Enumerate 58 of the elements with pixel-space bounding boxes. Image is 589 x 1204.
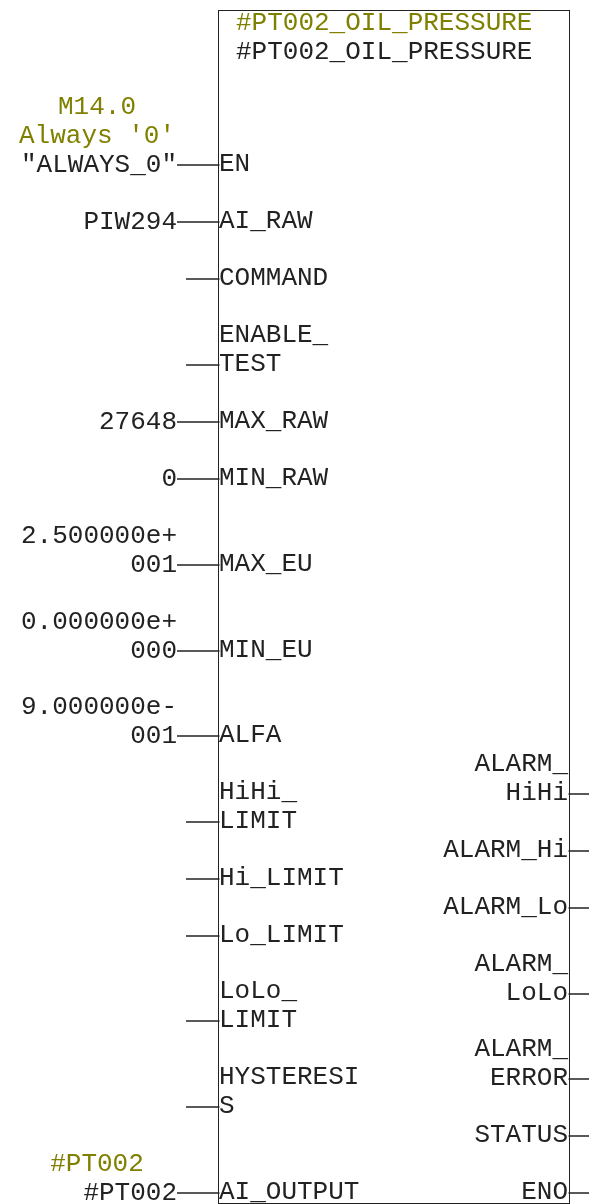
connection-line [185,821,221,823]
instance-name-label: #PT002_OIL_PRESSURE [236,38,533,67]
operand-label: "ALWAYS_0" [17,150,177,180]
connection-line [567,793,589,795]
pin-label: LoLo_ LIMIT [219,977,387,1035]
instance-name-label: #PT002_OIL_PRESSURE [236,9,533,38]
pin-label: MAX_RAW [219,407,387,436]
pin-label: HYSTERESI S [219,1063,387,1121]
connection-line [185,278,221,280]
pin-label: HiHi_ LIMIT [219,778,387,836]
pin-label: ALARM_Hi [400,836,568,865]
pin-label: ALARM_ ERROR [400,1035,568,1093]
pin-label: Lo_LIMIT [219,921,387,950]
connection-line [185,935,221,937]
connection-line [176,164,221,166]
comment-label: #PT002 [49,1149,145,1179]
operand-label: PIW294 [17,207,177,237]
connection-line [185,1106,221,1108]
pin-label: AI_RAW [219,207,387,236]
connection-line [567,907,589,909]
connection-line [185,1020,221,1022]
connection-line [567,1135,589,1137]
connection-line [567,993,589,995]
pin-label: AI_OUTPUT [219,1178,387,1204]
pin-label: MIN_EU [219,636,387,665]
pin-label: ALARM_Lo [400,893,568,922]
connection-line [185,364,221,366]
operand-label: 0.000000e+ 000 [17,607,177,666]
operand-label: 27648 [17,407,177,437]
pin-label: MAX_EU [219,550,387,579]
pin-label: EN [219,150,387,179]
connection-line [176,735,221,737]
pin-label: ENABLE_ TEST [219,321,387,379]
operand-label: 0 [17,464,177,494]
pin-label: ALFA [219,721,387,750]
connection-line [176,650,221,652]
connection-line [567,1192,589,1194]
operand-label: #PT002 [17,1178,177,1204]
connection-line [567,1078,589,1080]
pin-label: STATUS [400,1121,568,1150]
pin-label: ALARM_ HiHi [400,750,568,808]
connection-line [176,221,221,223]
pin-label: Hi_LIMIT [219,864,387,893]
pin-label: MIN_RAW [219,464,387,493]
connection-line [176,1192,221,1194]
comment-label: M14.0 [57,92,137,122]
connection-line [176,478,221,480]
pin-label: ALARM_ LoLo [400,950,568,1008]
operand-label: 9.000000e- 001 [17,692,177,751]
operand-label: 2.500000e+ 001 [17,521,177,580]
pin-label: ENO [400,1178,568,1204]
connection-line [567,850,589,852]
comment-label: Always '0' [18,121,176,151]
connection-line [176,421,221,423]
connection-line [185,878,221,880]
pin-label: COMMAND [219,264,387,293]
connection-line [176,564,221,566]
function-block [218,10,570,1204]
